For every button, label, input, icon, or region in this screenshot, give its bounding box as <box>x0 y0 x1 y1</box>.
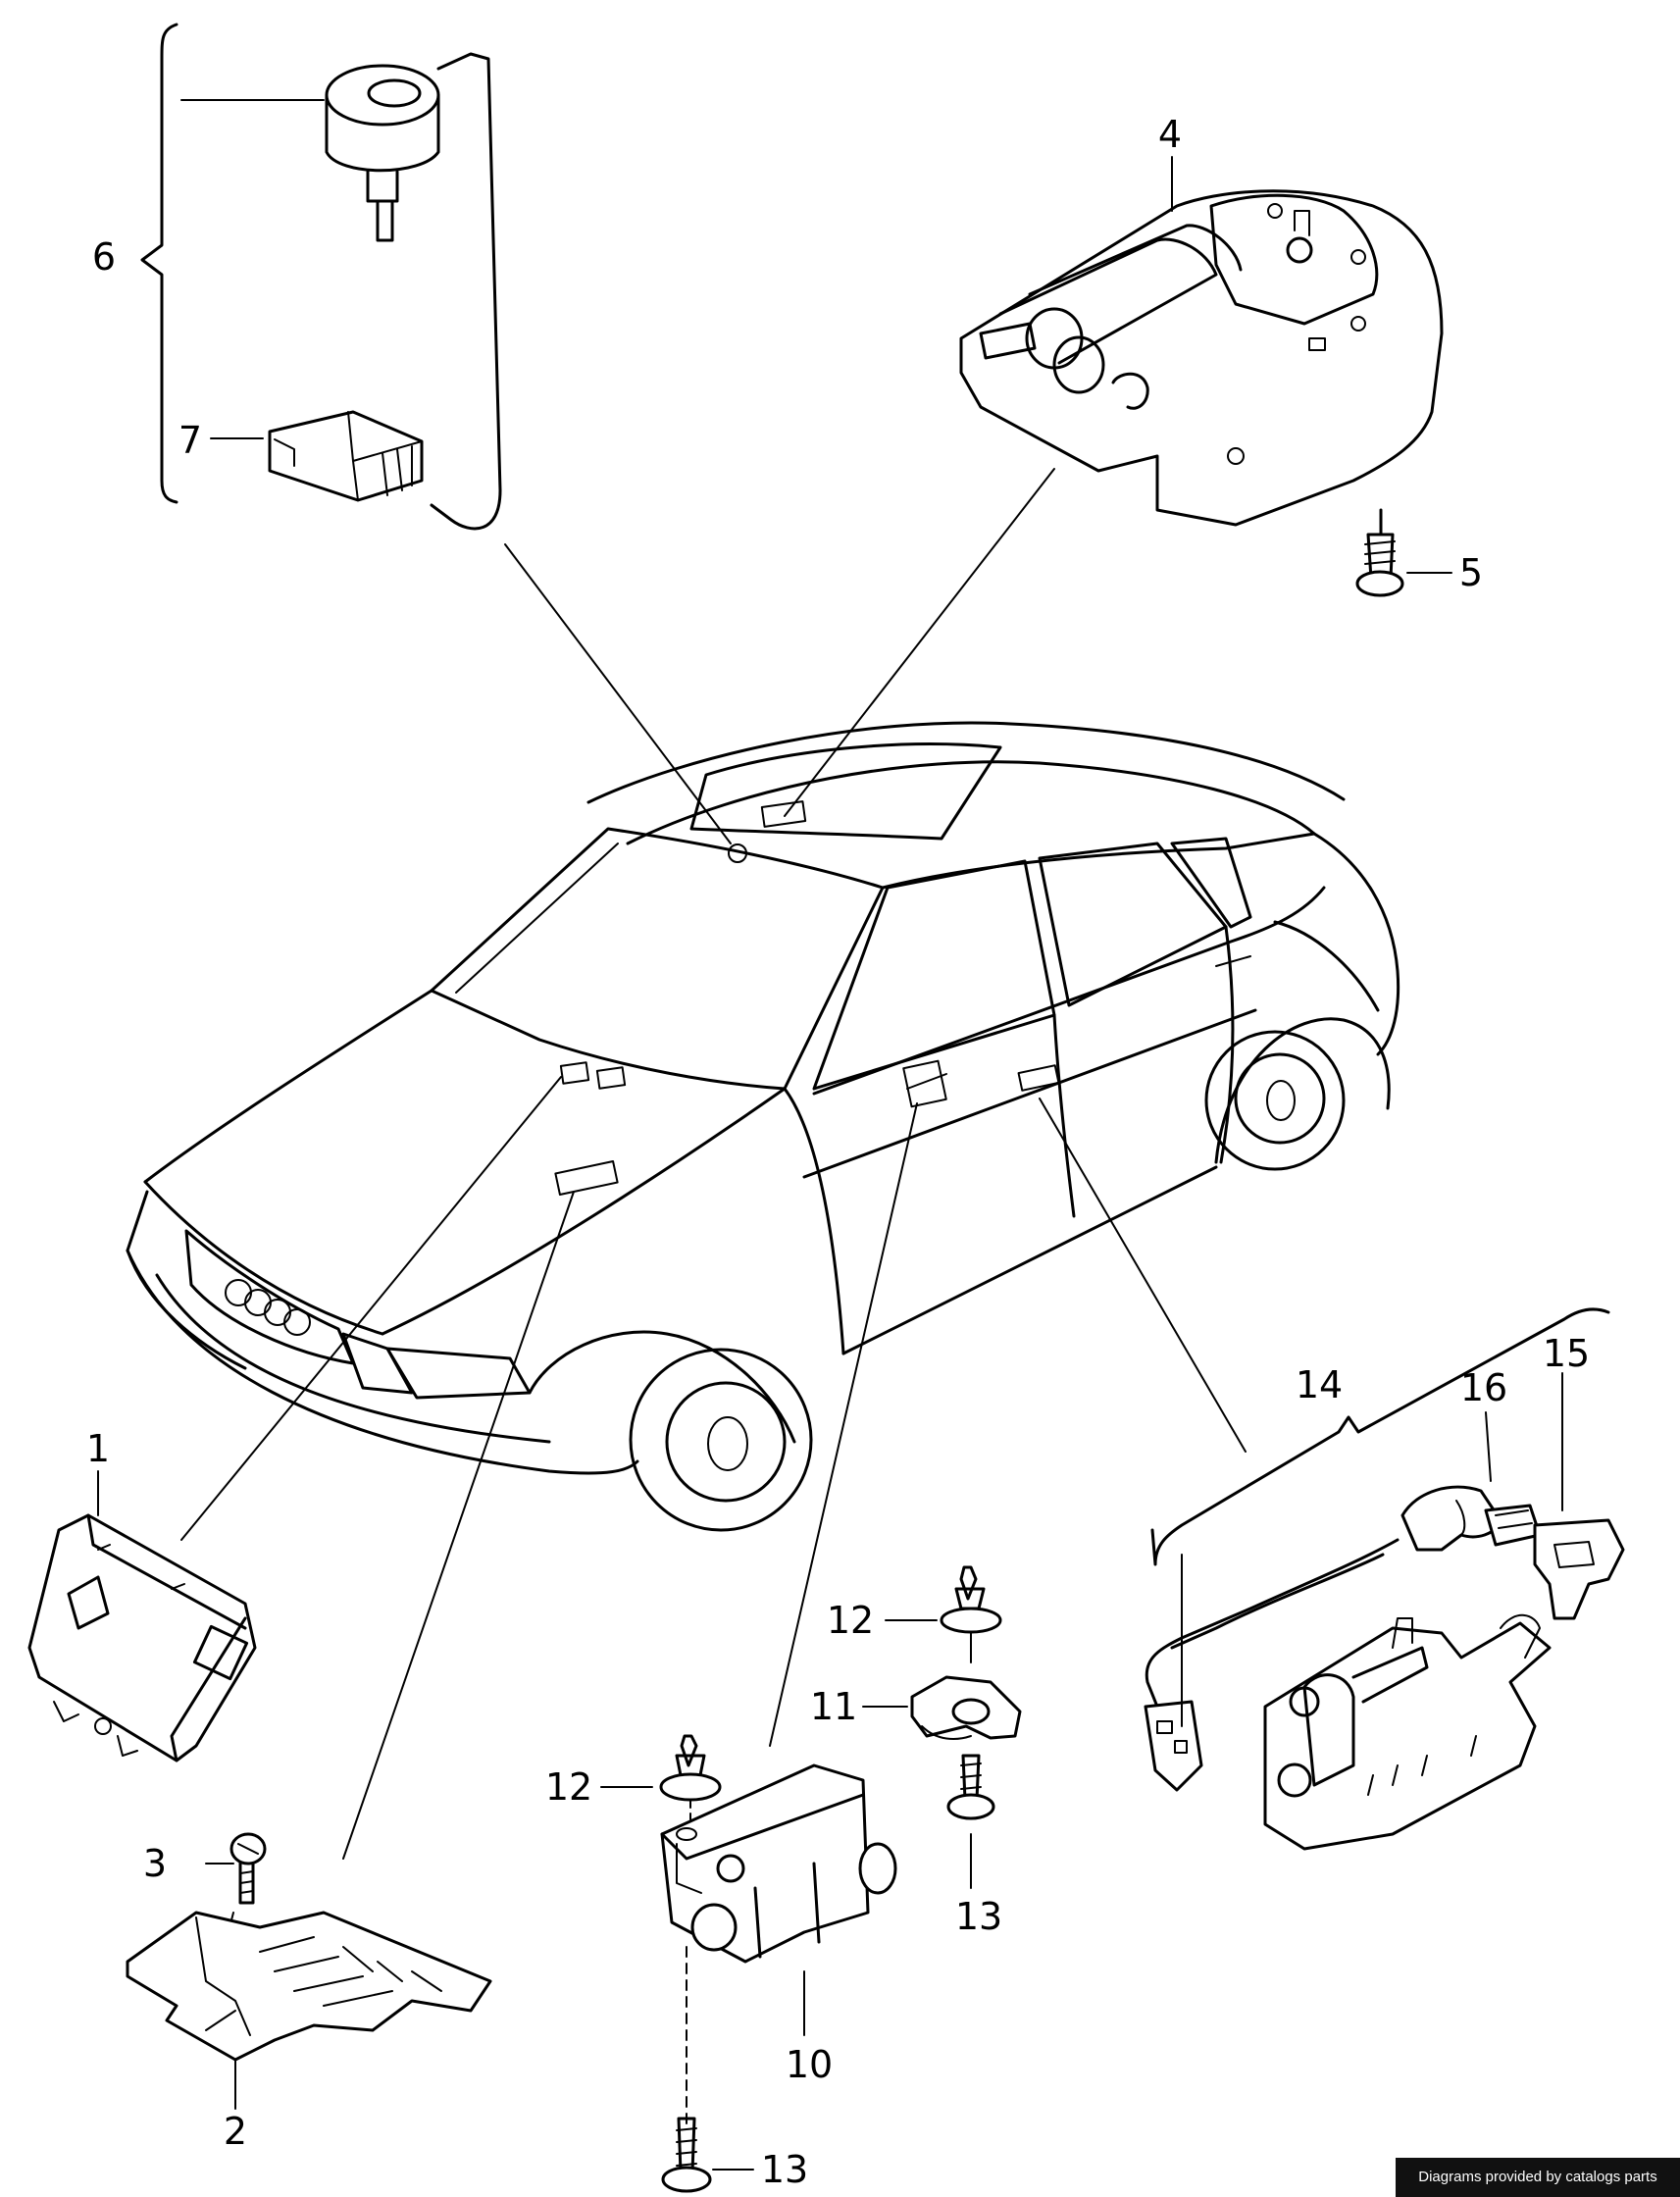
callout-13-right: 13 <box>955 1895 1002 1938</box>
callout-1: 1 <box>86 1427 110 1470</box>
callout-7: 7 <box>178 419 202 462</box>
part-14-15-16-handle-group <box>1144 1307 1625 1851</box>
car-body <box>126 721 1400 1532</box>
callout-5: 5 <box>1459 551 1483 594</box>
callout-6: 6 <box>92 235 116 279</box>
callout-15: 15 <box>1543 1332 1590 1375</box>
part-10-12-13-sensor-group <box>600 1734 897 2193</box>
callout-2: 2 <box>224 2110 247 2153</box>
audi-rings-logo <box>225 1279 311 1336</box>
part-11-12-13-bracket-group <box>862 1565 1022 1889</box>
part-6-7-sensor-group <box>140 23 502 531</box>
part-1-control-unit <box>27 1470 257 1763</box>
leader-lines <box>180 468 1247 1860</box>
credit-footer: Diagrams provided by catalogs parts <box>1396 2158 1680 2197</box>
callout-11: 11 <box>810 1685 857 1728</box>
callout-13-bottom: 13 <box>761 2148 808 2191</box>
callout-10: 10 <box>786 2043 833 2086</box>
part-4-5-motor-group <box>959 156 1452 597</box>
part-2-3-bracket-group <box>126 1832 492 2110</box>
callout-16: 16 <box>1460 1366 1507 1409</box>
callout-12-upper: 12 <box>827 1599 874 1642</box>
callout-12-lower: 12 <box>545 1765 592 1809</box>
callout-3: 3 <box>143 1842 167 1885</box>
callout-14: 14 <box>1296 1363 1343 1406</box>
callout-4: 4 <box>1158 113 1182 156</box>
